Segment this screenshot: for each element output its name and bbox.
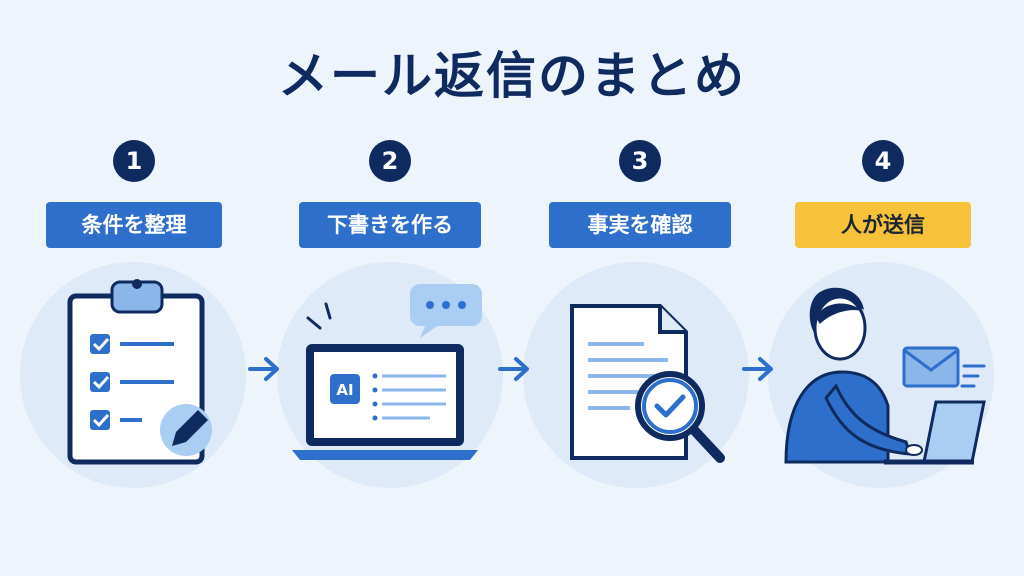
clipboard-checklist-icon [14, 262, 254, 488]
page-title: メール返信のまとめ [278, 47, 746, 105]
step-number: 4 [862, 140, 904, 182]
step-number: 3 [619, 140, 661, 182]
step-label: 事実を確認 [549, 202, 731, 248]
step-1: 1 条件を整理 [28, 140, 240, 248]
step-number: 2 [369, 140, 411, 182]
step-2: 2 下書きを作る [270, 140, 510, 248]
step-3: 3 事実を確認 [520, 140, 760, 248]
arrow-right-icon [496, 354, 532, 384]
step-label: 人が送信 [795, 202, 971, 248]
step-number: 1 [113, 140, 155, 182]
step-4: 4 人が送信 [763, 140, 1003, 248]
ai-badge: AI [336, 381, 353, 399]
step-label: 条件を整理 [46, 202, 222, 248]
arrow-right-icon [740, 354, 776, 384]
document-magnifier-icon [520, 262, 760, 488]
person-sending-email-icon [764, 262, 1000, 488]
step-label: 下書きを作る [299, 202, 481, 248]
arrow-right-icon [246, 354, 282, 384]
laptop-ai-icon: AI [270, 262, 510, 488]
